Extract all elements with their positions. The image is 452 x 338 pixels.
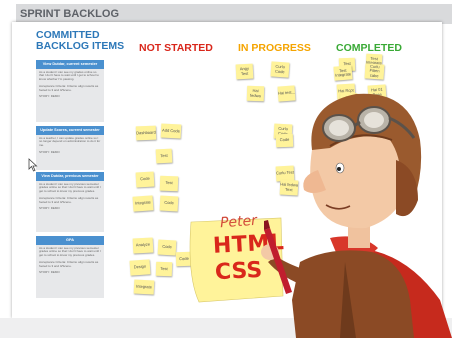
sticky-note: Hai 01 Pose xyxy=(367,84,387,101)
sticky-note: Hai fedwa xyxy=(246,85,265,102)
backlog-card-title: Update Scores, current semester xyxy=(36,126,104,135)
column-header-committed: COMMITTED BACKLOG ITEMS xyxy=(36,30,124,52)
sticky-note: Hai Cancer xyxy=(339,92,358,108)
sticky-note: Code xyxy=(157,239,177,256)
sticky-note: Test xyxy=(155,148,173,164)
backlog-card: GPA As a student I can see my previous s… xyxy=(36,236,104,298)
sticky-note: Hai test... xyxy=(277,85,296,102)
backlog-card-title: GPA xyxy=(36,236,104,245)
sticky-note: Design xyxy=(129,259,151,276)
backlog-card-body: As a student I can see my grades online … xyxy=(39,69,99,82)
column-header-committed-line2: BACKLOG ITEMS xyxy=(36,40,125,52)
backlog-card-acceptance: Acceptance Criteria: Criteria: align res… xyxy=(39,259,99,268)
sticky-note: Curlu Code xyxy=(270,61,290,78)
backlog-card: View Dutdar, previous semester As a stud… xyxy=(36,172,104,232)
backlog-card-body: As a student I can see my previous semes… xyxy=(39,245,101,258)
backlog-card-title: View Dutdar, current semester xyxy=(36,60,104,69)
sticky-note: Test Integrate xyxy=(333,65,353,81)
column-header-not-started: NOT STARTED xyxy=(139,42,213,54)
backlog-card-status: STORY: DEMO xyxy=(39,149,60,154)
sticky-note: Dashboard xyxy=(135,125,157,141)
sticky-note: Analyze xyxy=(132,237,154,254)
mouse-pointer-icon xyxy=(28,158,38,172)
sticky-note: Add Code xyxy=(160,123,182,139)
sticky-note: Integrate xyxy=(133,279,155,295)
column-header-completed: COMPLETED xyxy=(336,42,402,54)
sticky-note: Curlu Fitten cabe xyxy=(364,63,385,80)
sticky-note: Test xyxy=(159,175,179,192)
backlog-card-status: STORY: DEMO xyxy=(39,206,60,211)
note-text-css: CSS xyxy=(214,257,263,286)
sticky-note: Hai fedwa Text xyxy=(279,179,299,196)
sticky-note: Code xyxy=(159,195,179,212)
backlog-card-acceptance: Acceptance Criteria: Criteria: align res… xyxy=(39,83,99,92)
backlog-card: View Dutdar, current semester As a stude… xyxy=(36,60,104,122)
sticky-note: Test xyxy=(155,261,173,277)
floor xyxy=(0,318,452,338)
backlog-card: Update Scores, current semester As a tea… xyxy=(36,126,104,170)
sticky-note: Code xyxy=(275,133,294,148)
backlog-card-status: STORY: DEMO xyxy=(39,270,60,275)
backlog-card-body: As a teacher, I can update grades online… xyxy=(39,135,101,148)
backlog-card-title: View Dutdar, previous semester xyxy=(36,172,104,181)
note-text-html: HTML xyxy=(212,230,285,259)
backlog-card-acceptance: Acceptance Criteria: Criteria: align res… xyxy=(39,195,99,204)
sticky-note: Code xyxy=(135,171,155,188)
column-header-committed-line1: COMMITTED xyxy=(36,29,100,41)
note-author: Peter xyxy=(219,212,258,232)
sticky-note: Integrate xyxy=(132,195,154,212)
backlog-card-status: STORY: DEMO xyxy=(39,94,60,99)
column-header-in-progress: IN PROGRESS xyxy=(238,42,311,54)
held-sticky-note xyxy=(189,217,284,303)
backlog-card-body: As a student I can see my previous semes… xyxy=(39,181,101,194)
sticky-note: Angy Test xyxy=(235,63,254,80)
frame-title: SPRINT BACKLOG xyxy=(16,4,452,24)
